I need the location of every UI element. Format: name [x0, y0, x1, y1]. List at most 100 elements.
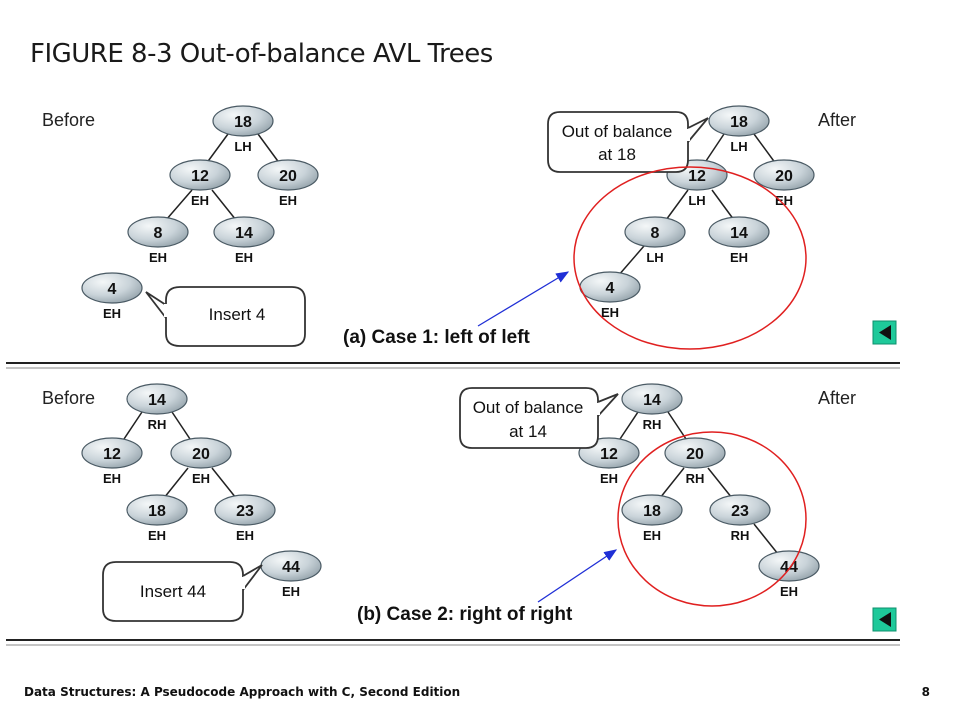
- tree-node-shape: [213, 216, 275, 248]
- tree-node-shape: [257, 159, 319, 191]
- tree-node-value: 14: [148, 392, 166, 409]
- panel-b-callout-line1: Out of balance: [473, 398, 584, 417]
- figure-title: FIGURE 8-3 Out-of-balance AVL Trees: [30, 39, 493, 69]
- tree-node-value: 14: [643, 392, 661, 409]
- panel-a-before-label: Before: [42, 110, 95, 130]
- tree-node-balance: EH: [103, 306, 121, 321]
- panel-b-insert-callout: Insert 44: [102, 561, 263, 622]
- tree-node: 4EH: [81, 272, 143, 321]
- tree-node-value: 20: [775, 168, 793, 185]
- tree-node-value: 8: [651, 225, 660, 242]
- panel-a-arrow: [477, 271, 570, 327]
- panel-b-highlight-circle: [617, 431, 807, 607]
- tree-node: 4EH: [579, 271, 641, 320]
- panel-b-arrow: [537, 549, 618, 603]
- tree-node-shape: [81, 272, 143, 304]
- panel-a-after-edges: [617, 133, 777, 277]
- tree-node-balance: EH: [282, 584, 300, 599]
- tree-node-shape: [624, 216, 686, 248]
- tree-node-shape: [126, 383, 188, 415]
- tree-node-value: 12: [600, 446, 618, 463]
- tree-node-balance: LH: [646, 250, 663, 265]
- tree-node-value: 23: [731, 503, 749, 520]
- triangle-left-icon: [879, 325, 891, 340]
- tree-node-value: 20: [686, 446, 704, 463]
- tree-node-shape: [169, 159, 231, 191]
- tree-node-value: 14: [235, 225, 253, 242]
- tree-node-value: 4: [108, 281, 117, 298]
- tree-node: 8EH: [127, 216, 189, 265]
- tree-node-balance: EH: [780, 584, 798, 599]
- tree-node-shape: [621, 383, 683, 415]
- tree-node-shape: [212, 105, 274, 137]
- tree-node-shape: [709, 494, 771, 526]
- tree-node-balance: EH: [191, 193, 209, 208]
- tree-node-value: 18: [643, 503, 661, 520]
- tree-node-balance: EH: [775, 193, 793, 208]
- tree-node-shape: [214, 494, 276, 526]
- tree-node-value: 4: [606, 280, 615, 297]
- tree-node-value: 20: [279, 168, 297, 185]
- tree-node-balance: RH: [643, 417, 662, 432]
- tree-node-balance: RH: [686, 471, 705, 486]
- panel-b-caption: (b) Case 2: right of right: [357, 604, 573, 625]
- tree-node-value: 44: [780, 559, 798, 576]
- tree-node-balance: EH: [600, 471, 618, 486]
- tree-node-balance: EH: [149, 250, 167, 265]
- tree-node-balance: EH: [235, 250, 253, 265]
- tree-node-shape: [708, 105, 770, 137]
- tree-node-balance: EH: [103, 471, 121, 486]
- tree-node-balance: EH: [643, 528, 661, 543]
- tree-node-value: 18: [730, 114, 748, 131]
- tree-node-balance: EH: [601, 305, 619, 320]
- tree-node-value: 18: [234, 114, 252, 131]
- panel-b-after-edges: [617, 411, 779, 555]
- panel-b-callout-line2: at 14: [509, 422, 547, 441]
- tree-node-shape: [664, 437, 726, 469]
- tree-node-balance: LH: [234, 139, 251, 154]
- tree-node-shape: [126, 494, 188, 526]
- tree-node-value: 23: [236, 503, 254, 520]
- panel-a-insert-callout: Insert 4: [145, 286, 306, 347]
- tree-node-balance: EH: [192, 471, 210, 486]
- tree-node-balance: EH: [730, 250, 748, 265]
- tree-node-shape: [758, 550, 820, 582]
- panel-b-balance-callout: Out of balance at 14: [459, 387, 619, 449]
- tree-node-balance: RH: [731, 528, 750, 543]
- tree-node-value: 18: [148, 503, 166, 520]
- panel-b-before-label: Before: [42, 388, 95, 408]
- tree-node-balance: RH: [148, 417, 167, 432]
- panel-a-after-label: After: [818, 110, 856, 130]
- nav-back-button-a[interactable]: [872, 320, 897, 345]
- tree-node-balance: LH: [730, 139, 747, 154]
- tree-node-shape: [170, 437, 232, 469]
- tree-node-shape: [753, 159, 815, 191]
- footer-book-title: Data Structures: A Pseudocode Approach w…: [24, 685, 460, 699]
- panel-a-caption: (a) Case 1: left of left: [343, 327, 531, 348]
- nav-back-button-b[interactable]: [872, 607, 897, 632]
- tree-node-balance: EH: [236, 528, 254, 543]
- panel-a-callout-line2: at 18: [598, 145, 636, 164]
- tree-node: 8LH: [624, 216, 686, 265]
- tree-node-value: 12: [191, 168, 209, 185]
- tree-node-shape: [127, 216, 189, 248]
- panel-b-insert-text: Insert 44: [140, 582, 206, 601]
